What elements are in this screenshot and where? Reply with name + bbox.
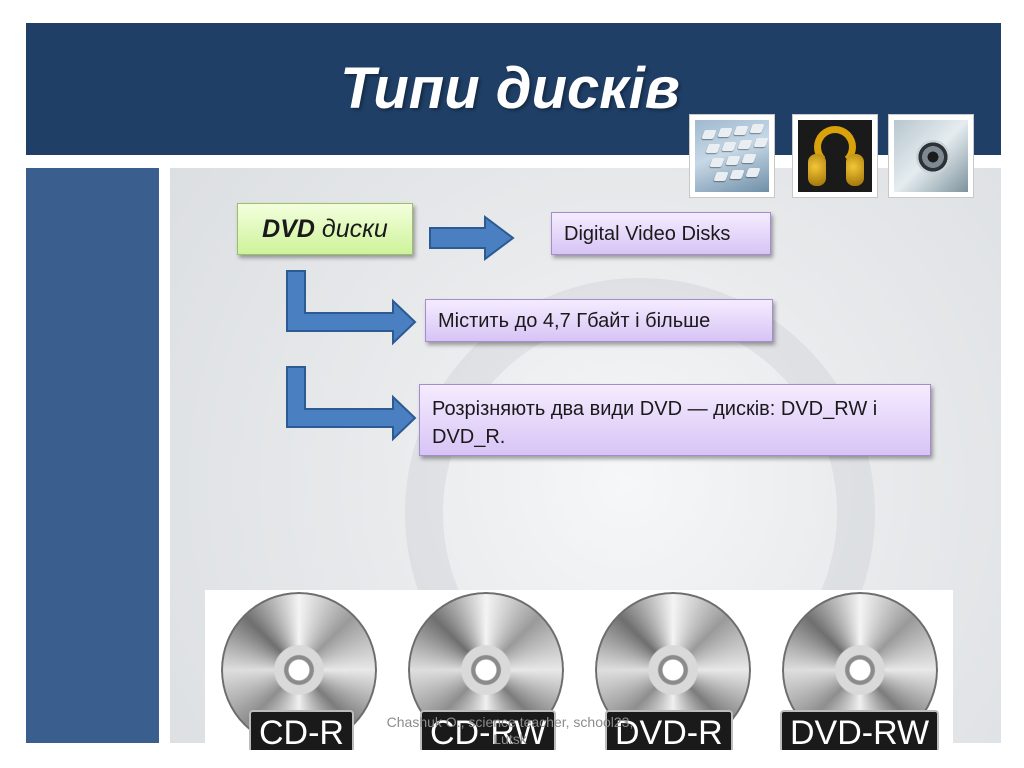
disc-cd-r: CD-R	[221, 592, 377, 750]
footer-credit: Chashuk O., science teacher, school23, L…	[340, 714, 680, 748]
speaker-icon	[888, 114, 974, 198]
keyboard-icon	[689, 114, 775, 198]
dvd-disks-box: DVD диски	[237, 203, 413, 255]
arrow-right	[429, 215, 515, 261]
arrow-bent-2	[286, 366, 417, 442]
fact-box-1: Digital Video Disks	[551, 212, 771, 255]
disks-label: диски	[314, 215, 388, 243]
footer-line-1: Chashuk O., science teacher, school23,	[386, 714, 634, 730]
fact-box-3: Розрізняють два види DVD — дисків: DVD_R…	[419, 384, 931, 456]
disc-label: DVD-R	[605, 710, 733, 750]
dvd-label: DVD	[262, 215, 315, 243]
disc-label: CD-RW	[420, 710, 557, 750]
fact-box-2: Містить до 4,7 Гбайт і більше	[425, 299, 773, 342]
headphones-icon	[792, 114, 878, 198]
disc-dvd-rw: DVD-RW	[780, 592, 940, 750]
disc-label: DVD-RW	[780, 710, 940, 750]
disc-label: CD-R	[249, 710, 354, 750]
arrow-bent-1	[286, 270, 417, 346]
disc-dvd-r: DVD-R	[595, 592, 751, 750]
disc-cd-rw: CD-RW	[408, 592, 564, 750]
disc-strip: CD-R CD-RW DVD-R DVD-RW	[205, 590, 953, 750]
slide-title: Типи дисків	[340, 56, 680, 121]
left-sidebar-bar	[26, 168, 159, 743]
footer-line-2: Lutsk	[493, 731, 527, 747]
